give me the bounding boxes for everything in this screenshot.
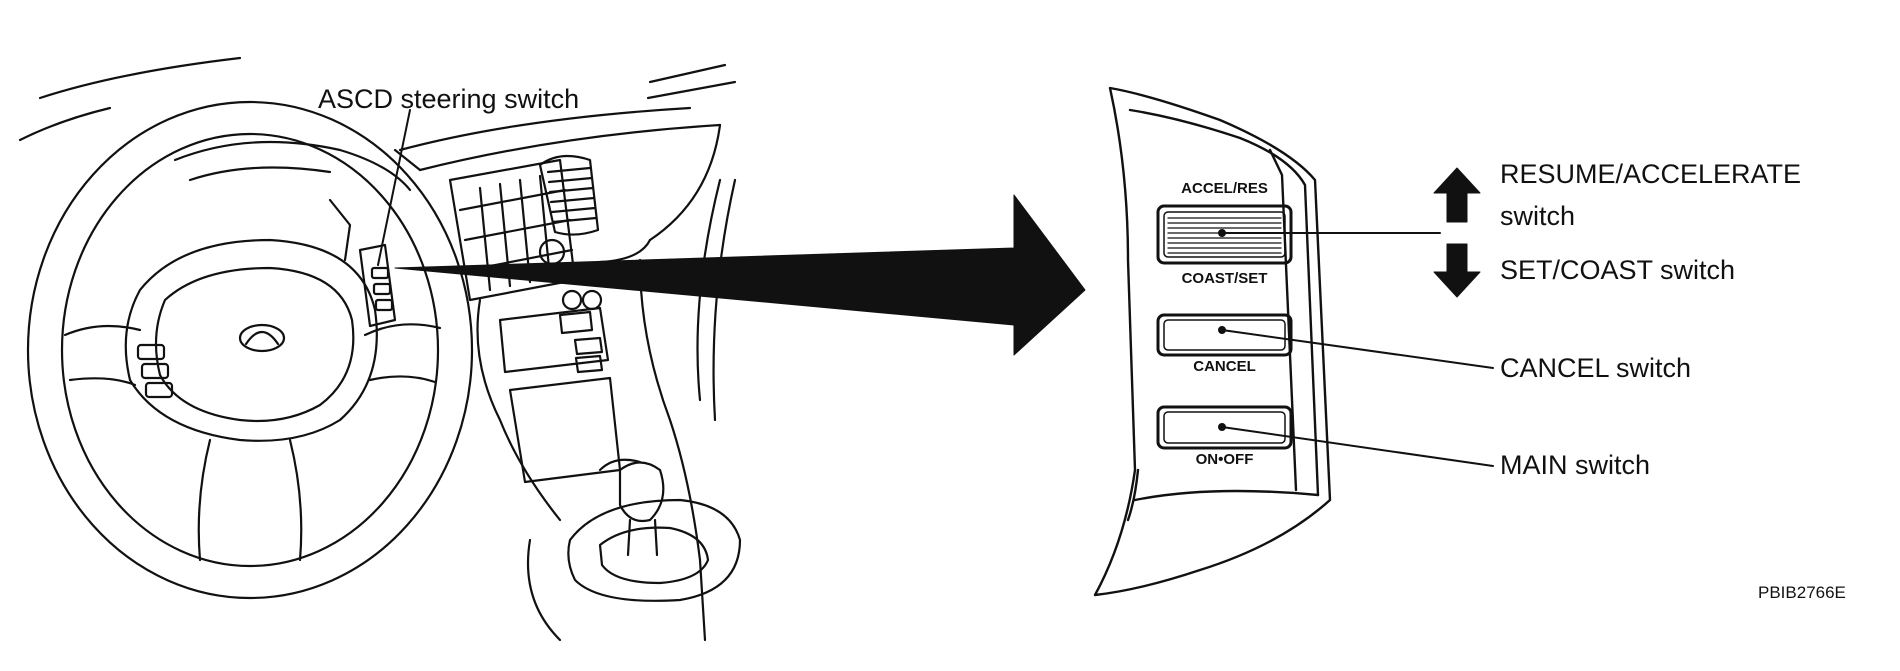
arrow-up-icon	[1433, 167, 1481, 223]
main-label: MAIN switch	[1500, 450, 1651, 480]
cancel-label: CANCEL switch	[1500, 353, 1692, 383]
set-coast-label: SET/COAST switch	[1500, 255, 1736, 285]
coast-set-caption: COAST/SET	[1181, 270, 1268, 287]
cancel-button	[1156, 313, 1293, 357]
arrow-down-icon	[1433, 243, 1481, 298]
cancel-leader	[1221, 329, 1494, 369]
pointer-arrow-icon	[394, 194, 1086, 356]
infiniti-logo-icon	[238, 323, 286, 353]
resume-accelerate-label-line2: switch	[1500, 201, 1576, 231]
accel-res-caption: ACCEL/RES	[1181, 180, 1268, 197]
resume-accelerate-label: RESUME/ACCELERATE	[1500, 159, 1802, 189]
on-off-caption: ON•OFF	[1195, 451, 1254, 468]
main-leader	[1221, 426, 1494, 467]
figure-code: PBIB2766E	[1758, 583, 1846, 602]
cancel-caption: CANCEL	[1193, 358, 1256, 375]
dashboard-illustration	[18, 56, 742, 642]
steering-switch-label: ASCD steering switch	[318, 84, 580, 114]
switch-panel	[1093, 86, 1332, 597]
steering-switch-leader	[377, 109, 411, 266]
accel-coast-button	[1156, 204, 1293, 265]
